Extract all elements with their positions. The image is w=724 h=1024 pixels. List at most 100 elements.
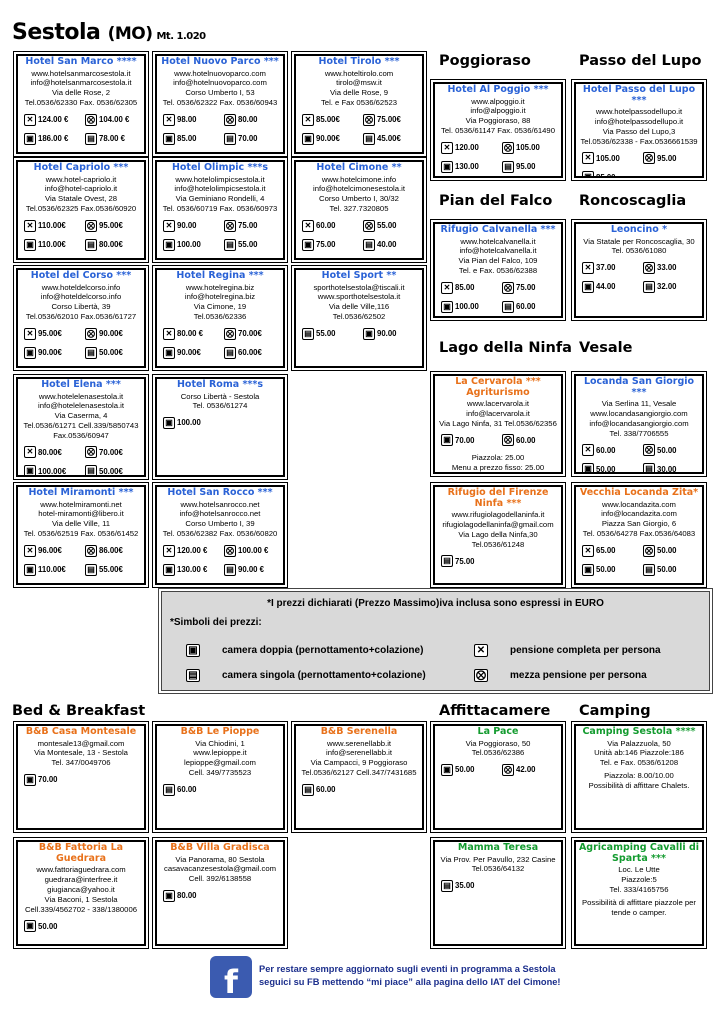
double-bed-icon: ▣	[24, 920, 36, 933]
listing-line: www.alpoggio.it	[471, 96, 525, 106]
single-bed-icon: ▤	[502, 160, 514, 173]
price-grid: ▤60.00	[159, 780, 281, 799]
listing-card-miramonti: Hotel Miramonti ***www.hotelmiramonti.ne…	[13, 482, 149, 588]
double-bed-icon: ▣	[441, 434, 453, 447]
listing-line: Tel. 0536/62322 Fax. 0536/60943	[162, 98, 278, 108]
price-value: 80.00	[177, 891, 197, 901]
listing-name: Hotel Miramonti ***	[28, 487, 134, 498]
price-value: 100.00	[177, 240, 201, 250]
price-half: ⨂70.00€	[81, 443, 142, 462]
full-board-icon: ✕	[24, 544, 36, 557]
listing-name: La Pace	[477, 726, 519, 737]
listing-note: Piazzola: 25.00	[471, 452, 525, 462]
listing-line: montesale13@gmail.com	[37, 738, 125, 748]
listing-line: www.hotelnuovoparco.com	[174, 68, 266, 78]
listing-name: Hotel Capriolo ***	[33, 162, 129, 173]
listing-line: Cell. 392/6138558	[188, 874, 252, 884]
single-bed-icon: ▤	[224, 132, 236, 145]
price-value: 80.00	[238, 115, 258, 125]
price-value: 96.00€	[38, 546, 62, 556]
listing-line: info@hotelcimonesestola.it	[313, 184, 405, 194]
single-bed-icon: ▤	[643, 563, 655, 576]
price-value: 105.00	[516, 143, 540, 153]
price-value: 50.00€	[99, 466, 123, 476]
listing-line: Fax.0536/60947	[53, 431, 109, 441]
price-value: 80.00€	[38, 447, 62, 457]
price-value: 70.00€	[238, 329, 262, 339]
listing-line: info@hotelnuovoparco.com	[173, 78, 267, 88]
price-double: ▣100.00€	[20, 462, 81, 475]
listing-line: Tel.0536/62386	[471, 748, 525, 758]
legend-symbols-title: *Simboli dei prezzi:	[170, 617, 262, 628]
price-value: 85.00	[596, 172, 616, 178]
price-full: ✕95.00€	[20, 324, 81, 343]
price-full: ✕98.00	[159, 110, 220, 129]
double-bed-icon: ▣	[24, 563, 36, 576]
legend-full: pensione completa per persona	[510, 645, 661, 656]
listing-name: B&B Serenella	[320, 726, 398, 737]
price-double: ▣90.00€	[298, 129, 359, 148]
listing-name: Rifugio Calvanella ***	[440, 224, 556, 235]
price-half: ⨂90.00€	[81, 324, 142, 343]
listing-line: info@hotelsanmarcosestola.it	[30, 78, 132, 88]
listing-line: Via Geminiano Rondelli, 4	[175, 194, 265, 204]
single-bed-icon: ▤	[441, 879, 453, 892]
double-bed-icon: ▣	[582, 280, 594, 293]
price-single: ▤60.00	[298, 780, 359, 799]
price-value: 60.00	[596, 445, 616, 455]
half-board-icon: ⨂	[85, 113, 97, 126]
listing-name: Hotel Al Poggio ***	[447, 84, 549, 95]
facebook-icon[interactable]: f	[210, 956, 252, 998]
single-bed-icon: ▤	[85, 132, 97, 145]
price-value: 95.00	[657, 153, 677, 163]
listing-name: Hotel Passo del Lupo ***	[582, 84, 696, 106]
price-half: ⨂42.00	[498, 760, 559, 779]
listing-line: Via delle Ville,116	[328, 302, 390, 312]
full-board-icon: ✕	[302, 113, 314, 126]
listing-line: Cell. 349/7735523	[188, 768, 252, 778]
price-value: 30.00	[657, 464, 677, 474]
double-bed-icon: ▣	[163, 132, 175, 145]
legend-single: camera singola (pernottamento+colazione)	[222, 670, 426, 681]
price-single: ▤60.00	[159, 780, 220, 799]
full-board-icon: ✕	[24, 113, 36, 126]
price-full: ✕85.00	[437, 278, 498, 297]
listing-line: Tel.0536/62330 Fax. 0536/62305	[24, 98, 138, 108]
price-value: 50.00	[657, 546, 677, 556]
price-double: ▣50.00	[578, 460, 639, 472]
price-value: 42.00	[516, 765, 536, 775]
listing-line: www.hotelolimpicsestola.it	[175, 174, 265, 184]
price-full: ✕105.00	[578, 149, 639, 168]
double-bed-icon: ▣	[163, 346, 175, 359]
footer-line-2: seguici su FB mettendo “mi piace” alla p…	[259, 977, 561, 988]
listing-name: Rifugio del Firenze Ninfa ***	[447, 487, 549, 509]
single-bed-icon: ▤	[85, 346, 97, 359]
listing-line: www.hoteltirolo.com	[324, 68, 394, 78]
price-value: 104.00 €	[99, 115, 130, 125]
price-value: 70.00	[455, 435, 475, 445]
listing-line: Via Pian del Falco, 109	[458, 256, 538, 266]
listing-name: B&B Villa Gradisca	[170, 842, 270, 853]
price-value: 55.00	[316, 329, 336, 339]
listing-name: Vecchia Locanda Zita*	[579, 487, 699, 498]
listing-line: Corso Umberto I, 53	[185, 88, 255, 98]
full-board-icon: ✕	[163, 113, 175, 126]
single-bed-icon: ▤	[643, 280, 655, 293]
legend-header: *I prezzi dichiarati (Prezzo Massimo)iva…	[267, 598, 604, 609]
listing-line: www.locandasangiorgio.com	[590, 409, 688, 419]
half-board-icon: ⨂	[363, 219, 375, 232]
listing-line: Via Statale per Roncoscaglia, 30	[583, 236, 695, 246]
listing-line: Loc. Le Utte	[618, 865, 660, 875]
price-single: ▤40.00	[359, 235, 420, 254]
listing-line: Tel.0536/61248	[471, 539, 525, 549]
listing-line: Tel. 0536/61147 Fax. 0536/61490	[441, 126, 555, 136]
price-value: 60.00€	[238, 348, 262, 358]
listing-line: Tel. 327.7320805	[329, 204, 389, 214]
double-bed-icon: ▣	[24, 465, 36, 475]
price-double: ▣85.00	[578, 168, 639, 178]
price-single: ▤80.00€	[81, 235, 142, 254]
listing-note: Menu a prezzo fisso: 25.00	[451, 462, 545, 472]
